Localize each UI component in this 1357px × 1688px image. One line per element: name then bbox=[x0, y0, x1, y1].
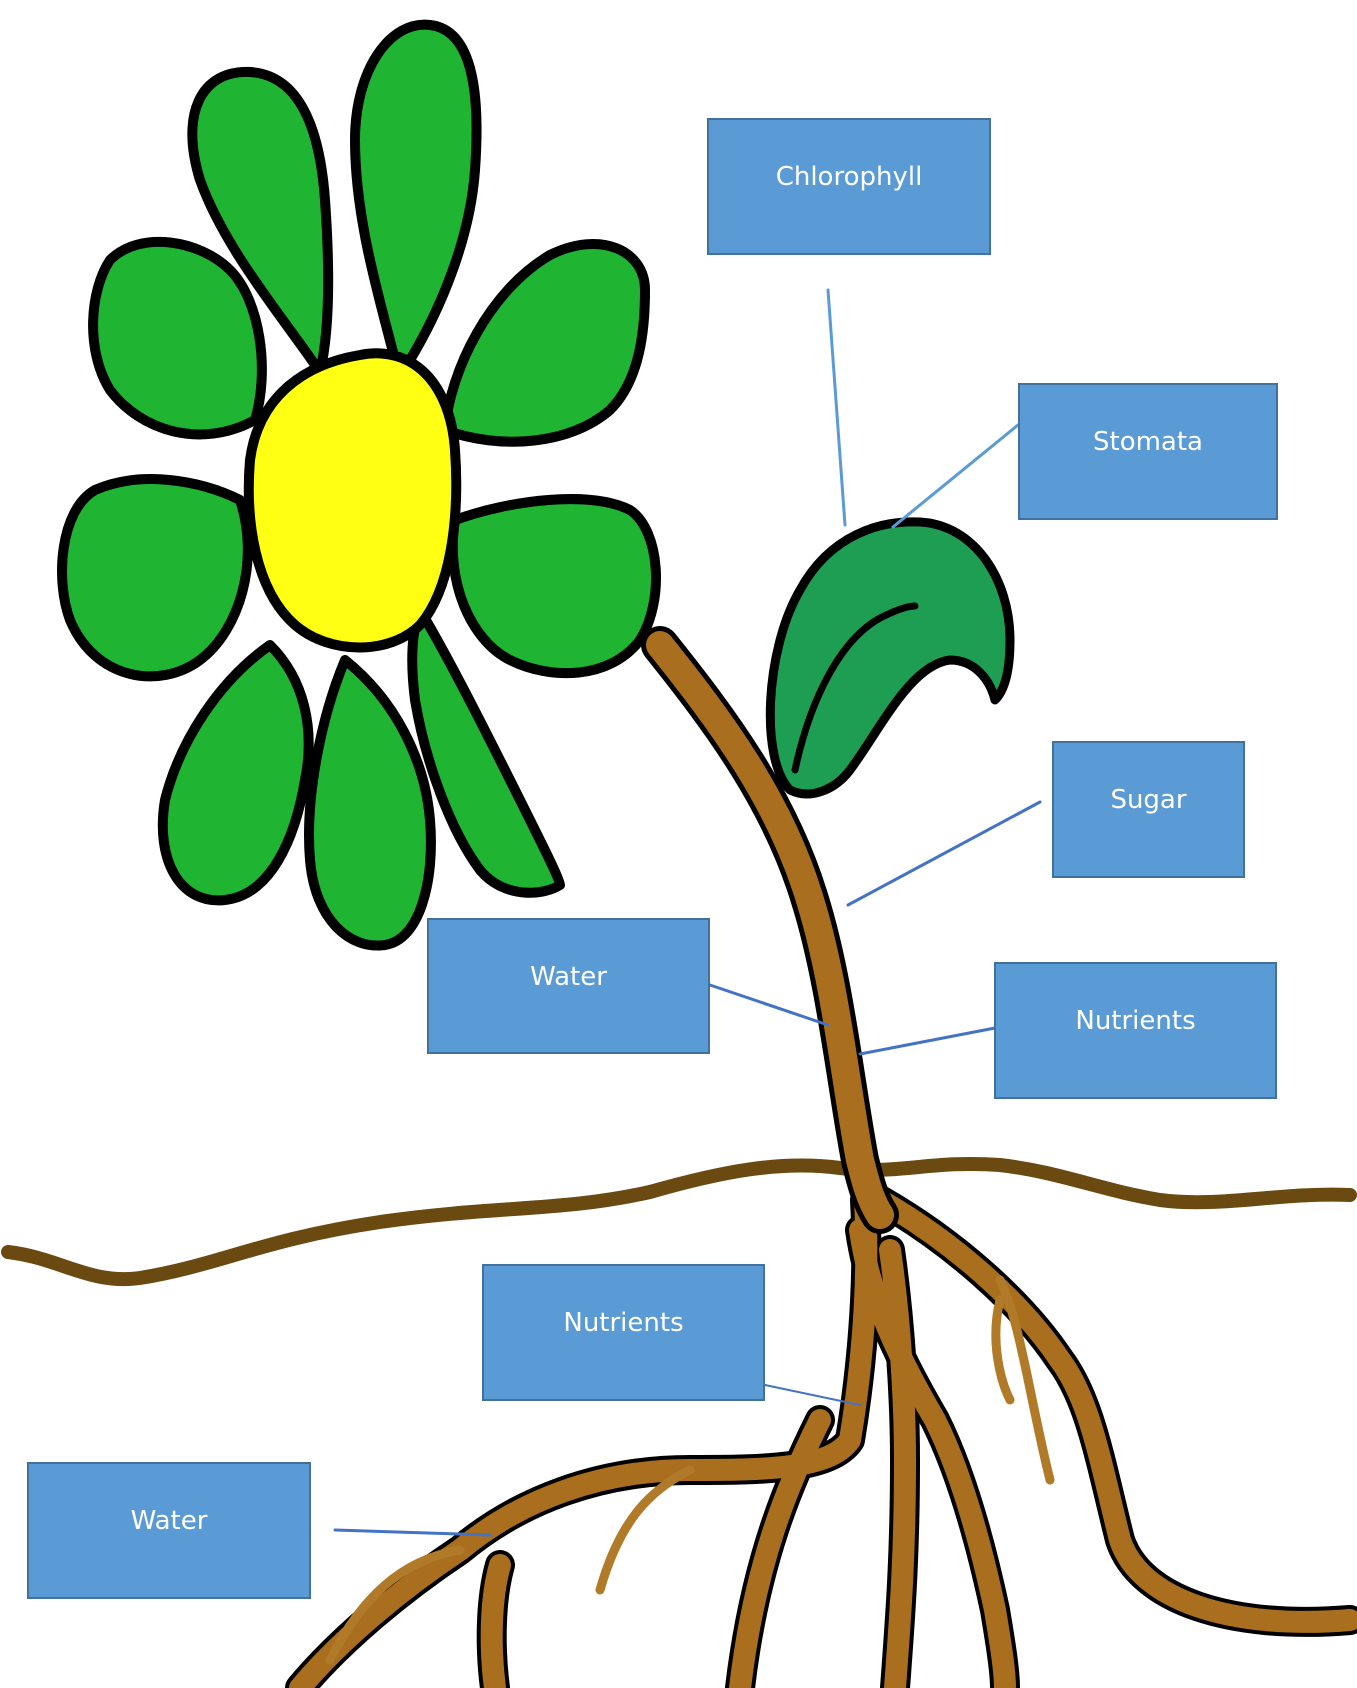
label-sugar: Sugar bbox=[1052, 741, 1245, 878]
pointer-nutrients-stem bbox=[860, 1028, 995, 1054]
label-chlorophyll-text: Chlorophyll bbox=[776, 162, 923, 192]
label-water-stem: Water bbox=[427, 918, 710, 1054]
label-stomata-text: Stomata bbox=[1093, 427, 1203, 457]
soil-line bbox=[8, 1164, 1350, 1279]
petal bbox=[93, 242, 262, 435]
petal bbox=[163, 645, 309, 900]
label-nutrients-stem-text: Nutrients bbox=[1075, 1006, 1195, 1036]
label-sugar-text: Sugar bbox=[1110, 785, 1186, 815]
petal bbox=[445, 244, 645, 442]
pointer-stomata bbox=[893, 425, 1018, 527]
pointer-water-stem bbox=[710, 985, 828, 1025]
petal bbox=[355, 25, 477, 360]
petal bbox=[453, 499, 656, 673]
label-stomata: Stomata bbox=[1018, 383, 1278, 520]
label-nutrients-stem: Nutrients bbox=[994, 962, 1277, 1099]
flower-center bbox=[249, 353, 456, 647]
label-nutrients-root-text: Nutrients bbox=[563, 1308, 683, 1338]
label-nutrients-root: Nutrients bbox=[482, 1264, 765, 1401]
label-water-stem-text: Water bbox=[530, 962, 607, 992]
pointer-sugar bbox=[848, 802, 1040, 905]
leaf bbox=[770, 522, 1010, 794]
pointer-chlorophyll bbox=[828, 290, 845, 525]
label-water-root: Water bbox=[27, 1462, 311, 1599]
label-water-root-text: Water bbox=[131, 1506, 208, 1536]
label-chlorophyll: Chlorophyll bbox=[707, 118, 991, 255]
roots bbox=[300, 1200, 1350, 1688]
flower-head bbox=[62, 25, 656, 946]
petal bbox=[62, 479, 248, 676]
